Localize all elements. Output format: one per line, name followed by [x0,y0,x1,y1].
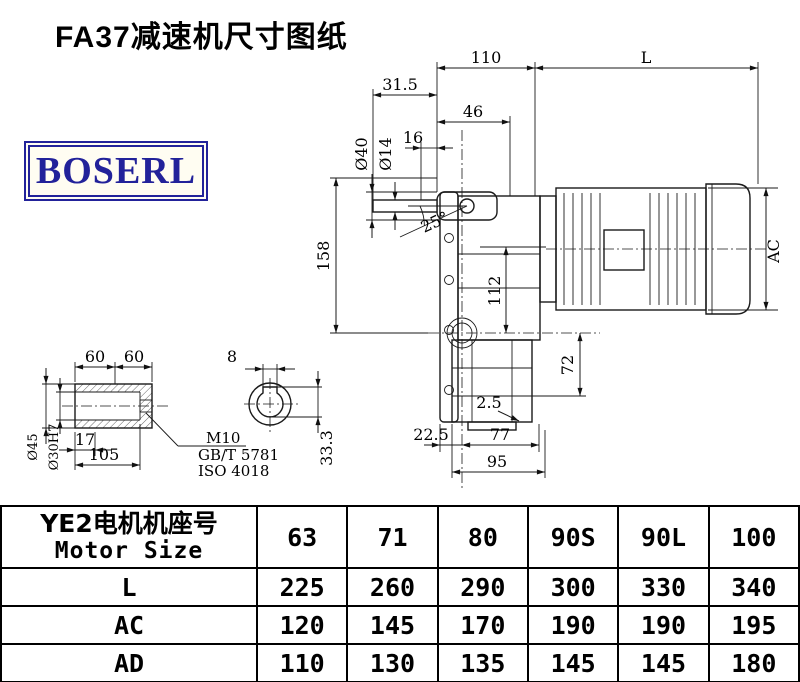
page-title: FA37减速机尺寸图纸 [55,21,348,54]
standard-gbt-label: GB/T 5781 [198,446,279,464]
value-cell: 120 [255,605,349,645]
dim-22-5-label: 22.5 [413,425,449,444]
value-cell: 300 [526,567,620,607]
dim-2-5-label: 2.5 [476,393,501,412]
size-90L-cell: 90L [617,505,710,569]
value-cell: 130 [346,643,439,682]
value-cell: 290 [436,567,529,607]
gearbox-motor-outline [372,130,772,488]
value-cell: 110 [255,643,349,682]
table-row-AC: AC 120 145 170 190 190 195 [0,605,800,645]
value-cell: 190 [617,605,710,645]
table-header-row: YE2电机机座号 Motor Size 63 71 80 90S 90L 100 [0,505,800,569]
dim-8-label: 8 [227,347,237,366]
dim-72-label: 72 [558,355,577,375]
dim-105-label: 105 [89,445,120,464]
value-cell: 135 [436,643,529,682]
header-motor-size-cell: YE2电机机座号 Motor Size [0,505,258,569]
dim-16-label: 16 [403,128,423,147]
row-label-L: L [0,567,258,607]
dim-dia45-label: Ø45 [26,433,41,460]
logo-text: BOSERL [35,150,197,192]
dim-60b-label: 60 [124,347,144,366]
main-dimension-lines [330,62,778,478]
dim-dia30h7-label: Ø30H7 [47,424,62,471]
value-cell: 145 [346,605,439,645]
dim-46-label: 46 [463,102,483,121]
value-cell: 260 [346,567,439,607]
hollow-shaft-section-view [244,364,322,433]
size-71-cell: 71 [346,505,439,569]
table-row-AD: AD 110 130 135 145 145 180 [0,643,800,682]
value-cell: 340 [707,567,800,607]
boserl-logo: BOSERL [24,141,208,201]
dim-AC-label: AC [764,239,783,264]
dim-33-3-label: 33.3 [317,430,336,466]
dim-60a-label: 60 [85,347,105,366]
value-cell: 170 [436,605,529,645]
dim-dia14-label: Ø14 [376,137,395,170]
dimension-labels: 110 L 31.5 46 16 Ø40 Ø14 25° 158 112 AC … [26,48,783,480]
dim-112-label: 112 [485,276,504,307]
value-cell: 330 [617,567,710,607]
row-label-AD: AD [0,643,258,682]
dim-158-label: 158 [314,241,333,272]
motor-size-table: YE2电机机座号 Motor Size 63 71 80 90S 90L 100… [0,505,800,682]
dim-77-label: 77 [490,425,510,444]
dim-dia40-label: Ø40 [352,137,371,170]
value-cell: 145 [526,643,620,682]
standard-iso-label: ISO 4018 [198,462,269,480]
value-cell: 195 [707,605,800,645]
dim-L-label: L [641,48,652,67]
dim-31-5-label: 31.5 [382,75,418,94]
dimension-drawing: 110 L 31.5 46 16 Ø40 Ø14 25° 158 112 AC … [26,48,783,488]
value-cell: 180 [707,643,800,682]
table-row-L: L 225 260 290 300 330 340 [0,567,800,607]
size-90S-cell: 90S [526,505,620,569]
size-80-cell: 80 [436,505,529,569]
value-cell: 145 [617,643,710,682]
dim-17-label: 17 [75,430,95,449]
row-label-AC: AC [0,605,258,645]
header-cn-label: YE2电机机座号 [40,508,218,538]
size-63-cell: 63 [255,505,349,569]
dim-95-label: 95 [487,452,507,471]
value-cell: 190 [526,605,620,645]
thread-spec-label: M10 [206,429,240,447]
hollow-shaft-side-view [42,362,246,470]
value-cell: 225 [255,567,349,607]
header-en-label: Motor Size [54,537,204,564]
size-100-cell: 100 [707,505,800,569]
dim-110-label: 110 [471,48,502,67]
